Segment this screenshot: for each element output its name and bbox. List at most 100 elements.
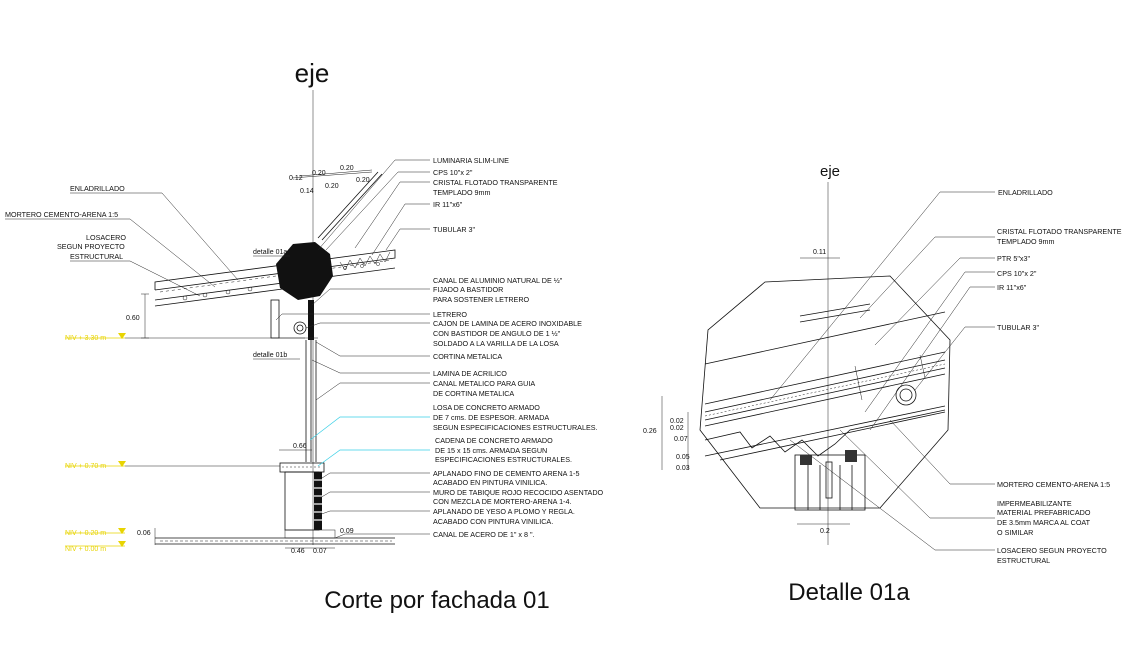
section-drawing: eje	[5, 58, 604, 614]
label-cajon-1: CAJON DE LAMINA DE ACERO INOXIDABLE	[433, 319, 582, 328]
dim-009: 0.09	[340, 528, 354, 535]
label-cajon-2: CON BASTIDOR DE ANGULO DE 1 ½"	[433, 329, 561, 338]
detail-dim-011: 0.11	[813, 249, 826, 256]
label-cps: CPS 10"x 2"	[433, 168, 473, 177]
label-cristal-2: TEMPLADO 9mm	[433, 188, 491, 197]
nivel-000: NIV + 0.00 m	[65, 546, 106, 553]
detail-label-cps: CPS 10"x 2"	[997, 269, 1037, 278]
label-losa-2: DE 7 cms. DE ESPESOR. ARMADA	[433, 413, 549, 422]
label-canal-aluminio-3: PARA SOSTENER LETRERO	[433, 295, 530, 304]
label-aplanado-1: APLANADO FINO DE CEMENTO ARENA 1-5	[433, 469, 579, 478]
detail-dim-002b: 0.02	[670, 425, 684, 432]
label-losa-3: SEGUN ESPECIFICACIONES ESTRUCTURALES.	[433, 423, 598, 432]
label-canal-guia-2: DE CORTINA METALICA	[433, 389, 514, 398]
detail-label-ptr: PTR 5"x3"	[997, 254, 1031, 263]
callout-detalle-01a: detalle 01a	[253, 249, 287, 256]
label-canal-aluminio-2: FIJADO A BASTIDOR	[433, 285, 503, 294]
dim-020b: 0.20	[340, 165, 354, 172]
dim-007: 0.07	[313, 548, 327, 555]
detail-leaders	[769, 191, 995, 551]
detail-label-tubular: TUBULAR 3"	[997, 323, 1040, 332]
callout-detalle-01b: detalle 01b	[253, 352, 287, 359]
label-tubular: TUBULAR 3"	[433, 225, 476, 234]
label-enladrillado: ENLADRILLADO	[70, 184, 125, 193]
label-acrilico: LAMINA DE ACRILICO	[433, 369, 507, 378]
dim-060: 0.60	[126, 315, 140, 322]
detail-dim-005: 0.05	[676, 454, 690, 461]
detail-column	[794, 450, 866, 511]
detail-labels: ENLADRILLADO CRISTAL FLOTADO TRANSPARENT…	[997, 188, 1122, 565]
detail-tubular	[895, 384, 917, 406]
detail-label-cristal-1: CRISTAL FLOTADO TRANSPARENTE	[997, 227, 1122, 236]
section-dimensions	[141, 169, 373, 549]
label-muro-2: CON MEZCLA DE MORTERO-ARENA 1-4.	[433, 497, 571, 506]
detail-dimensions	[661, 257, 850, 525]
dim-066: 0.66	[293, 443, 307, 450]
nivel-020: NIV + 0.20 m	[65, 530, 106, 537]
detail-dim-002a: 0.02	[670, 418, 684, 425]
section-axis-label: eje	[295, 58, 330, 88]
luminaria-shape	[276, 242, 333, 300]
detail-layers	[704, 303, 946, 461]
detail-label-ir: IR 11"x6"	[997, 283, 1027, 292]
dim-020a: 0.20	[312, 170, 326, 177]
section-leaders	[275, 159, 430, 539]
nivel-330: NIV + 3.30 m	[65, 335, 106, 342]
detail-label-imper-4: O SIMILAR	[997, 528, 1033, 537]
dim-006: 0.06	[137, 530, 151, 537]
label-luminaria: LUMINARIA SLIM-LINE	[433, 156, 509, 165]
label-cristal-1: CRISTAL FLOTADO TRANSPARENTE	[433, 178, 558, 187]
detail-label-imper-1: IMPERMEABILIZANTE	[997, 499, 1072, 508]
letrero-box	[270, 299, 280, 339]
cajon-circle	[293, 321, 307, 335]
label-aplanado-2: ACABADO EN PINTURA VINILICA.	[433, 478, 547, 487]
detail-label-imper-2: MATERIAL PREFABRICADO	[997, 508, 1091, 517]
detail-title: Detalle 01a	[788, 579, 910, 606]
detail-label-cristal-2: TEMPLADO 9mm	[997, 237, 1055, 246]
label-losacero-3: ESTRUCTURAL	[70, 252, 123, 261]
label-cajon-3: SOLDADO A LA VARILLA DE LA LOSA	[433, 339, 559, 348]
label-yeso-1: APLANADO DE YESO A PLOMO Y REGLA.	[433, 507, 575, 516]
detail-label-enladrillado: ENLADRILLADO	[998, 188, 1053, 197]
detail-drawing: eje	[643, 163, 1122, 606]
label-losacero-1: LOSACERO	[86, 233, 126, 242]
section-title: Corte por fachada 01	[324, 587, 549, 614]
label-canal-guia-1: CANAL METALICO PARA GUIA	[433, 379, 535, 388]
detail-label-losa-1: LOSACERO SEGUN PROYECTO	[997, 546, 1107, 555]
label-mortero: MORTERO CEMENTO-ARENA 1:5	[5, 210, 118, 219]
dim-046: 0.46	[291, 548, 305, 555]
nivel-070: NIV + 0.70 m	[65, 463, 106, 470]
detail-axis-label: eje	[820, 163, 840, 180]
cadena-concreto	[279, 462, 325, 473]
dim-020d: 0.20	[325, 183, 339, 190]
label-letrero: LETRERO	[433, 310, 467, 319]
label-losacero-2: SEGUN PROYECTO	[57, 242, 125, 251]
label-muro-1: MURO DE TABIQUE ROJO RECOCIDO ASENTADO	[433, 488, 604, 497]
label-cadena-3: ESPECIFICACIONES ESTRUCTURALES.	[435, 455, 572, 464]
dim-014: 0.14	[300, 188, 314, 195]
label-cortina: CORTINA METALICA	[433, 352, 502, 361]
label-canal-aluminio-1: CANAL DE ALUMINIO NATURAL DE ½"	[433, 276, 563, 285]
label-canal-acero: CANAL DE ACERO DE 1" x 8 ".	[433, 530, 535, 539]
roof-slab	[154, 249, 396, 307]
detail-octagon	[699, 275, 951, 509]
cristal-line	[317, 171, 379, 239]
label-yeso-2: ACABADO CON PINTURA VINILICA.	[433, 517, 553, 526]
label-losa-1: LOSA DE CONCRETO ARMADO	[433, 403, 540, 412]
detail-dim-026: 0.26	[643, 428, 657, 435]
dim-020c: 0.20	[356, 177, 370, 184]
section-labels-right: LUMINARIA SLIM-LINE CPS 10"x 2" CRISTAL …	[433, 156, 604, 539]
muro-tabique	[284, 471, 320, 531]
detail-label-imper-3: DE 3.5mm MARCA AL COAT	[997, 518, 1091, 527]
detail-dim-003: 0.03	[676, 465, 690, 472]
label-ir: IR 11"x6"	[433, 200, 463, 209]
niveles: NIV + 3.30 m NIV + 0.70 m NIV + 0.20 m N…	[65, 333, 305, 553]
detail-label-losa-2: ESTRUCTURAL	[997, 556, 1050, 565]
dim-012: 0.12	[289, 175, 303, 182]
detail-dim-007: 0.07	[674, 436, 688, 443]
label-cadena-2: DE 15 x 15 cms. ARMADA SEGUN	[435, 446, 547, 455]
label-cadena-1: CADENA DE CONCRETO ARMADO	[435, 436, 553, 445]
detail-label-mortero: MORTERO CEMENTO-ARENA 1:5	[997, 480, 1110, 489]
detail-dim-02: 0.2	[820, 528, 830, 535]
